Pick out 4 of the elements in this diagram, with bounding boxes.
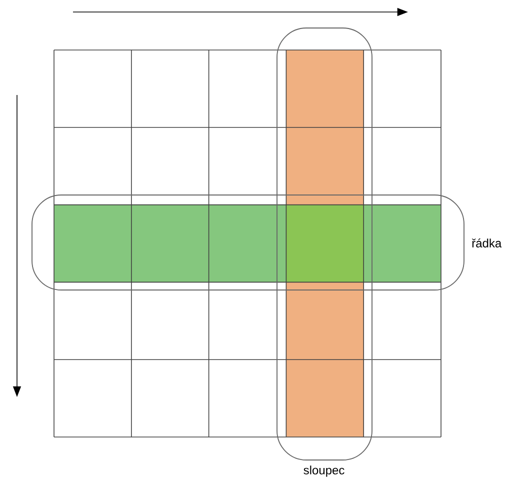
rounded-outline — [276, 28, 372, 460]
label: sloupec — [304, 466, 344, 477]
rounded-outline — [32, 194, 464, 290]
label: řádka — [472, 238, 502, 248]
